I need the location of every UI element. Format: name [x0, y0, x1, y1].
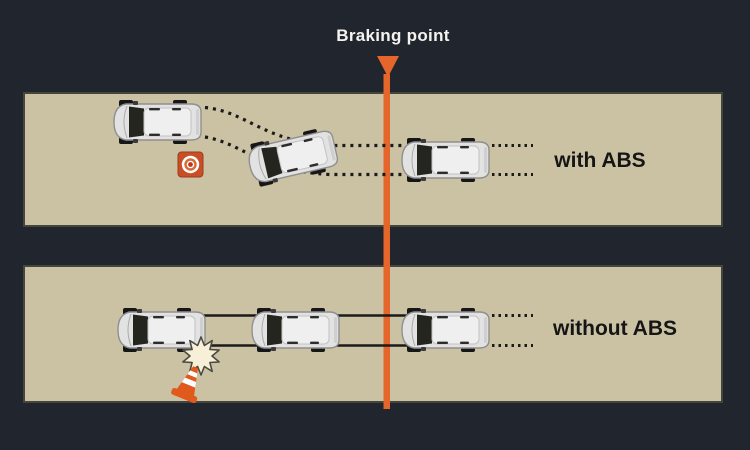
car-abs-stopped: [113, 99, 202, 145]
braking-point-label: Braking point: [336, 26, 450, 45]
with-abs-label: with ABS: [554, 149, 646, 172]
car-abs-approaching: [401, 137, 490, 183]
without-abs-label: without ABS: [552, 317, 678, 340]
obstacle-drum-icon: [177, 151, 204, 178]
car-abs-swerving: [244, 124, 341, 189]
crash-star-icon: [182, 336, 220, 376]
braking-point-triangle-icon: [377, 56, 399, 77]
car-noabs-sliding: [251, 307, 340, 353]
braking-point-line: [383, 74, 390, 409]
car-noabs-approaching: [401, 307, 490, 353]
